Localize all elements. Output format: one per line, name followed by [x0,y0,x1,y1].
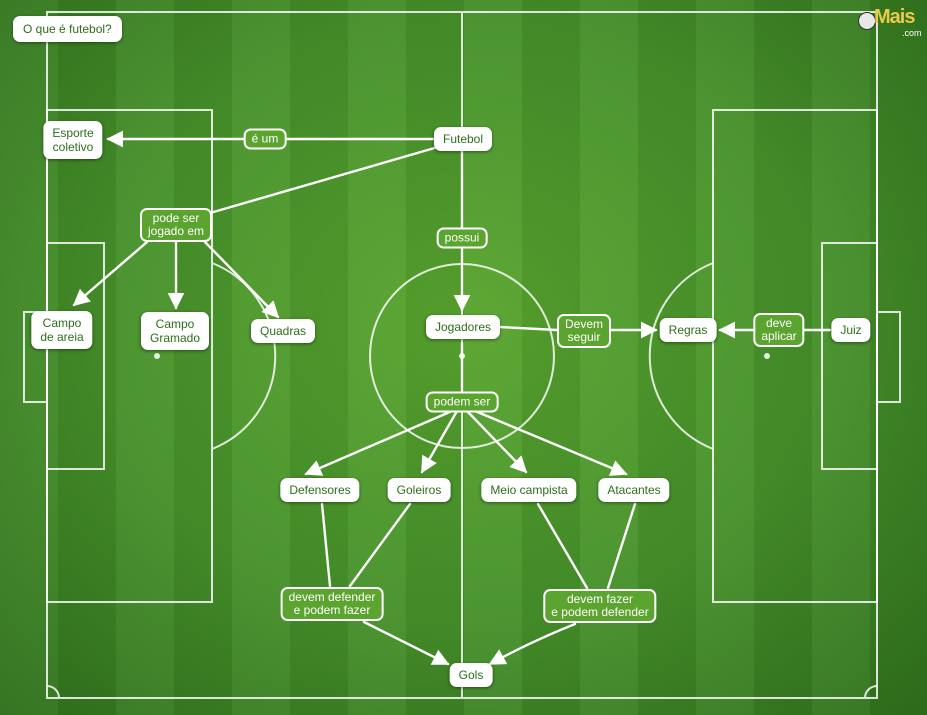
concept-atacantes[interactable]: Atacantes [598,478,670,502]
right-penalty-arc [648,262,714,450]
soccer-ball-icon [858,12,876,30]
link-devem-fazer[interactable]: devem fazer e podem defender [543,589,657,623]
link-devem-seguir[interactable]: Devem seguir [556,314,612,348]
concept-quadras[interactable]: Quadras [250,319,316,343]
corner-arc-bottom-right [864,685,878,699]
concept-esporte-coletivo[interactable]: Esporte coletivo [43,121,103,159]
map-title: O que é futebol? [13,16,122,42]
edge-meio-devem-fazer [536,502,589,590]
site-logo: Mais .com [856,6,922,40]
edge-devem-defender-gols [362,620,450,666]
concept-campo-de-areia[interactable]: Campo de areia [31,311,93,349]
concept-jogadores[interactable]: Jogadores [425,315,501,339]
logo-text: Mais [874,6,915,28]
corner-arc-bottom-left [46,685,60,699]
edge-goleiros-devem-defender [348,502,412,588]
link-pode-ser-jogado-em[interactable]: pode ser jogado em [139,208,213,242]
link-podem-ser[interactable]: podem ser [425,391,499,413]
edge-atacantes-devem-fazer [606,502,637,590]
edge-podem-ser-atacantes [473,409,628,476]
edge-futebol-pode-ser [208,145,440,215]
link-e-um[interactable]: é um [243,128,287,150]
link-deve-aplicar[interactable]: deve aplicar [753,313,805,347]
link-devem-defender[interactable]: devem defender e podem fazer [280,587,384,621]
edge-pode-ser-areia [72,240,149,307]
concept-futebol[interactable]: Futebol [433,127,493,151]
concept-regras[interactable]: Regras [659,318,717,342]
edge-devem-fazer-gols [488,622,577,666]
edge-defensores-devem-defender [320,502,332,588]
right-goal [876,311,901,403]
concept-gols[interactable]: Gols [449,663,493,687]
link-possui[interactable]: possui [436,227,488,249]
concept-goleiros[interactable]: Goleiros [387,478,451,502]
left-penalty-spot [154,353,160,359]
logo-subtext: .com [902,28,922,38]
right-penalty-spot [764,353,770,359]
edge-podem-ser-goleiros [420,409,459,474]
concept-juiz[interactable]: Juiz [831,318,871,342]
edge-podem-ser-meio [465,409,528,474]
concept-campo-gramado[interactable]: Campo Gramado [140,312,210,350]
concept-defensores[interactable]: Defensores [280,478,360,502]
edge-jogadores-devem-seguir [498,325,559,332]
concept-meio-campista[interactable]: Meio campista [481,478,577,502]
edge-podem-ser-defensores [304,409,454,476]
edge-pode-ser-quadras [203,240,280,319]
